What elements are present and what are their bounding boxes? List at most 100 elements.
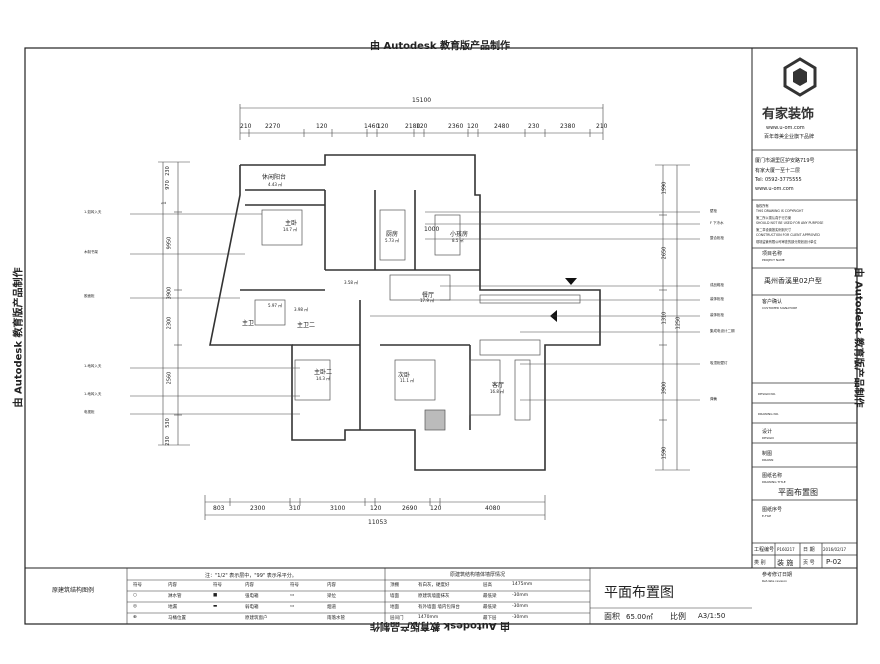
category-value: 装 施	[777, 559, 794, 567]
dim-left-5: 2300	[166, 316, 173, 330]
page-value: P-02	[826, 558, 842, 566]
room-bath2-area: 3.98 ㎡	[294, 307, 309, 312]
drawing-no-en: DRAWING NO.	[758, 412, 779, 416]
room-balcony: 休闲阳台	[262, 174, 287, 181]
room-master-area: 14.7 ㎡	[283, 227, 298, 232]
company-logo-text: 有家装饰	[762, 107, 815, 122]
left-note-2: 胶面柜	[84, 294, 95, 298]
wall-cell: 1470mm	[418, 615, 439, 620]
company-tel: Tel: 0592-3775555	[755, 177, 802, 183]
copyright-note: 现场监管有限公司审查的部分规划设计单位	[756, 240, 817, 244]
dim-left-2: 1	[161, 201, 168, 205]
copyright-note: SHOULD NOT BE USED FOR ANY PURPOSE	[756, 221, 824, 225]
room-master2: 主卧二	[314, 369, 333, 376]
drawn-en: DRAWN	[762, 458, 774, 462]
right-note-5: 装饰柜柜	[710, 313, 724, 317]
drawing-title: 平面布置图	[778, 488, 818, 497]
legend-cell: ⊕	[133, 615, 137, 620]
copyright-note: 版权所有	[756, 204, 769, 208]
dim-1000: 1000	[424, 226, 440, 233]
legend-cell: 强电箱	[245, 594, 259, 599]
left-note-5: 电视柜	[84, 410, 95, 414]
left-note-4: 1.地砖入天	[84, 392, 102, 396]
left-note-1: 木制书架	[84, 250, 98, 254]
design-en: DESIGN	[762, 436, 774, 440]
dim-top-10: 230	[528, 123, 540, 130]
right-note-0: 壁柜	[710, 209, 717, 213]
furniture	[254, 209, 581, 431]
right-leaders	[370, 211, 700, 401]
dim-right-3: 1250	[675, 316, 682, 330]
dim-right-5: 1590	[661, 446, 668, 460]
wall-cell: 层高	[483, 583, 492, 588]
page-label: 页 号	[803, 560, 815, 566]
dim-top-1: 2270	[265, 123, 281, 130]
copyright-note: THIS DRAWING IS COPYRIGHT	[756, 209, 804, 213]
dim-bottom-6: 120	[430, 505, 442, 512]
legend-table-lines	[126, 568, 752, 624]
wall-title: 原建筑结构墙体墙厚情况	[450, 572, 506, 578]
dim-top-4: 120	[377, 123, 389, 130]
legend-cell: 地漏	[168, 605, 177, 610]
dim-bottom-1: 2300	[250, 505, 266, 512]
room-dining-area: 17.9 ㎡	[420, 298, 435, 303]
copyright-note: CONSTRUCTION FOR CLIENT APPROVED	[756, 233, 820, 237]
revision-en: Ref.date revision	[762, 579, 788, 583]
dim-bottom-7: 4080	[485, 505, 501, 512]
room-bath2: 主卫二	[297, 322, 316, 329]
project-no-value: P160217	[777, 547, 795, 552]
legend-cell: 雨落水管	[327, 616, 345, 621]
wall-cell: -30mm	[512, 593, 529, 598]
room-master: 主卧	[285, 220, 298, 227]
company-url: www.u-om.com	[766, 125, 805, 131]
scale-label: 比例	[670, 612, 686, 621]
copyright-note: 第二章设置按实例到尺寸	[756, 228, 792, 232]
client-label: 客户确认	[762, 299, 783, 305]
title-label-en: DRAWING TITLE	[762, 480, 786, 484]
area-label: 面积	[604, 612, 620, 621]
dim-top-12: 210	[596, 123, 608, 130]
legend-cell: 原建筑窗户	[245, 616, 268, 621]
legend-cell: ◎	[133, 604, 137, 609]
scale-value: A3/1:50	[698, 612, 726, 620]
legend-cell: 淋水管	[168, 594, 182, 599]
design-label: 设计	[762, 429, 773, 435]
right-note-1: F 下冷水	[710, 221, 724, 225]
legend-header: 内容	[327, 583, 336, 588]
legend-cell: ▭	[290, 593, 295, 598]
right-note-4: 装饰柜柜	[710, 297, 724, 301]
seq-label: 图纸序号	[762, 507, 783, 513]
wall-cell: 1475mm	[512, 582, 533, 587]
drawn-label: 制图	[762, 451, 773, 457]
seq-label-en: E-FILE	[762, 514, 772, 518]
right-note-3: 成品鞋柜	[710, 283, 724, 287]
watermark-left: 由 Autodesk 教育版产品制作	[13, 267, 25, 408]
legend-title: 原建筑结构图例	[52, 587, 95, 594]
room-balcony-area: 4.43 ㎡	[268, 182, 283, 187]
project-name: 禹州香溪里02户型	[764, 277, 822, 285]
company-web: www.u-om.com	[755, 186, 794, 192]
dim-bottom-5: 2690	[402, 505, 418, 512]
legend-cell: 烟道	[327, 605, 336, 610]
company-logo-icon	[783, 57, 817, 97]
bottom-dimensions	[204, 495, 546, 520]
date-label: 日 期	[803, 547, 815, 553]
room-living-area: 16.8 ㎡	[490, 389, 505, 394]
area-value: 65.00㎡	[626, 613, 654, 621]
room-second-area: 11.1 ㎡	[400, 378, 415, 383]
date-value: 2016/02/17	[823, 547, 847, 552]
watermark-bottom: 由 Autodesk 教育版产品制作	[370, 620, 511, 631]
dim-top-11: 2380	[560, 123, 576, 130]
room-kids: 小孩房	[450, 231, 469, 238]
dim-bottom-0: 803	[213, 505, 225, 512]
left-note-3: 1.地砖入天	[84, 364, 102, 368]
project-label: 项目名称	[762, 251, 783, 257]
room-kitchen: 厨房	[386, 231, 399, 238]
sheet-title: 平面布置图	[604, 585, 674, 601]
title-label: 图纸名称	[762, 473, 783, 479]
room-master2-area: 14.3 ㎡	[316, 376, 331, 381]
company-address2: 有家大厦一至十二层	[755, 168, 801, 174]
legend-cell: ▭	[290, 604, 295, 609]
title-block-lines	[752, 149, 857, 569]
